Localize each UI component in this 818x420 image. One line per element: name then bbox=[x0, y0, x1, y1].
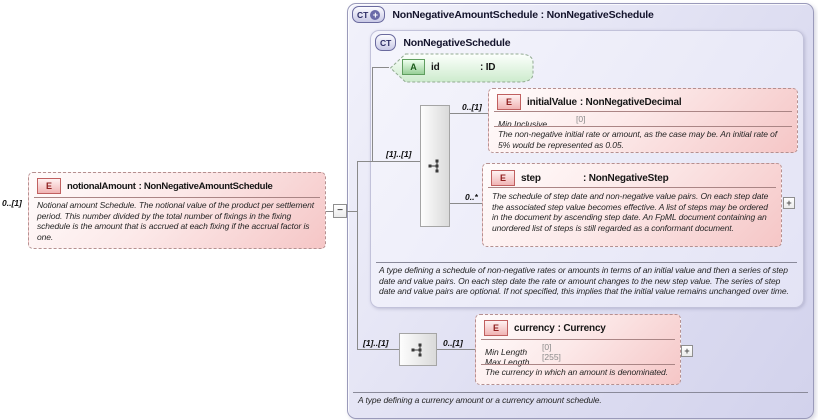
element-currency[interactable]: E currency : Currency Min Length [0] Max… bbox=[475, 314, 681, 385]
connector-line bbox=[372, 67, 373, 162]
attribute-header: A id : ID bbox=[402, 59, 496, 75]
facet-name: Min Inclusive bbox=[498, 119, 548, 129]
element-initialValue[interactable]: E initialValue : NonNegativeDecimal Min … bbox=[488, 88, 798, 153]
facet-name: Min Length bbox=[485, 347, 528, 357]
divider bbox=[481, 339, 675, 340]
connector-line bbox=[450, 203, 482, 204]
facet-row: Min Length bbox=[485, 342, 527, 360]
element-name: notionalAmount bbox=[67, 180, 136, 192]
attribute-icon: A bbox=[402, 59, 425, 75]
complex-type-header: CT+ NonNegativeAmountSchedule : NonNegat… bbox=[352, 6, 654, 23]
facet-row: Min Inclusive bbox=[498, 114, 547, 132]
element-header: E initialValue : NonNegativeDecimal bbox=[497, 94, 682, 110]
divider bbox=[34, 197, 320, 198]
element-notionalAmount[interactable]: E notionalAmount : NonNegativeAmountSche… bbox=[28, 172, 326, 249]
connector-trunk-line bbox=[357, 161, 358, 350]
sequence-cardinality-label: [1]..[1] bbox=[386, 149, 412, 159]
facet-value: [0] bbox=[542, 342, 552, 352]
attribute-type: : ID bbox=[480, 61, 496, 73]
divider bbox=[494, 126, 792, 127]
sequence-icon bbox=[411, 343, 422, 356]
divider bbox=[376, 262, 797, 263]
element-step[interactable]: E step : NonNegativeStep The schedule of… bbox=[482, 163, 782, 247]
cardinality-label: 0..[1] bbox=[462, 102, 482, 112]
element-name: step bbox=[521, 172, 541, 184]
element-name: initialValue bbox=[527, 96, 577, 108]
element-type: : NonNegativeStep bbox=[583, 172, 669, 184]
complex-type-title: NonNegativeAmountSchedule : NonNegativeS… bbox=[392, 8, 654, 21]
element-name: currency bbox=[514, 322, 555, 334]
element-header: E step : NonNegativeStep bbox=[491, 170, 669, 186]
sequence-cardinality-label: [1]..[1] bbox=[363, 338, 389, 348]
divider bbox=[353, 392, 808, 393]
ct-icon-label: CT bbox=[357, 9, 369, 20]
attribute-id[interactable]: A id : ID bbox=[389, 53, 535, 83]
complex-type-annotation: A type defining a currency amount or a c… bbox=[358, 395, 602, 405]
divider bbox=[481, 364, 675, 365]
element-annotation: The non-negative initial rate or amount,… bbox=[498, 129, 778, 150]
base-type-header: CT NonNegativeSchedule bbox=[375, 34, 511, 51]
facet-value: [0] bbox=[576, 114, 586, 124]
sequence-compositor[interactable] bbox=[399, 333, 437, 366]
sequence-icon bbox=[428, 159, 439, 173]
base-type-title: NonNegativeSchedule bbox=[403, 36, 511, 49]
element-annotation: Notional amount Schedule. The notional v… bbox=[37, 200, 315, 242]
complex-type-extension-icon: CT+ bbox=[352, 6, 386, 23]
expand-step-button[interactable]: + bbox=[783, 197, 795, 209]
cardinality-label: 0..* bbox=[465, 192, 478, 202]
divider bbox=[488, 187, 776, 188]
plus-badge-icon: + bbox=[370, 9, 381, 20]
element-type: : Currency bbox=[557, 322, 606, 334]
connector-line bbox=[450, 113, 488, 114]
connector-line bbox=[347, 211, 357, 212]
element-icon: E bbox=[37, 178, 61, 194]
facet-row: Max Length bbox=[485, 352, 529, 370]
base-type-annotation: A type defining a schedule of non-negati… bbox=[379, 265, 789, 297]
cardinality-label: 0..[1] bbox=[443, 338, 463, 348]
element-annotation: The currency in which an amount is denom… bbox=[485, 367, 668, 377]
complex-type-icon: CT bbox=[375, 34, 397, 51]
collapse-button[interactable]: − bbox=[333, 204, 347, 218]
element-icon: E bbox=[497, 94, 521, 110]
sequence-compositor[interactable] bbox=[420, 105, 450, 227]
attribute-shape bbox=[389, 53, 534, 83]
expand-currency-button[interactable]: + bbox=[681, 345, 693, 357]
facet-value: [255] bbox=[542, 352, 561, 362]
element-type: : NonNegativeDecimal bbox=[579, 96, 682, 108]
element-header: E notionalAmount : NonNegativeAmountSche… bbox=[37, 178, 273, 194]
connector-line bbox=[372, 67, 389, 68]
root-cardinality-label: 0..[1] bbox=[2, 198, 22, 208]
element-annotation: The schedule of step date and non-negati… bbox=[492, 191, 769, 233]
facet-name: Max Length bbox=[485, 357, 530, 367]
element-type: : NonNegativeAmountSchedule bbox=[138, 180, 273, 192]
connector-line bbox=[326, 211, 333, 212]
ct-icon-label: CT bbox=[380, 37, 392, 48]
attribute-name: id bbox=[431, 61, 440, 73]
element-icon: E bbox=[484, 320, 508, 336]
element-header: E currency : Currency bbox=[484, 320, 606, 336]
connector-line bbox=[357, 161, 420, 162]
element-icon: E bbox=[491, 170, 515, 186]
connector-line bbox=[357, 349, 399, 350]
connector-line bbox=[437, 349, 475, 350]
divider bbox=[494, 111, 792, 112]
